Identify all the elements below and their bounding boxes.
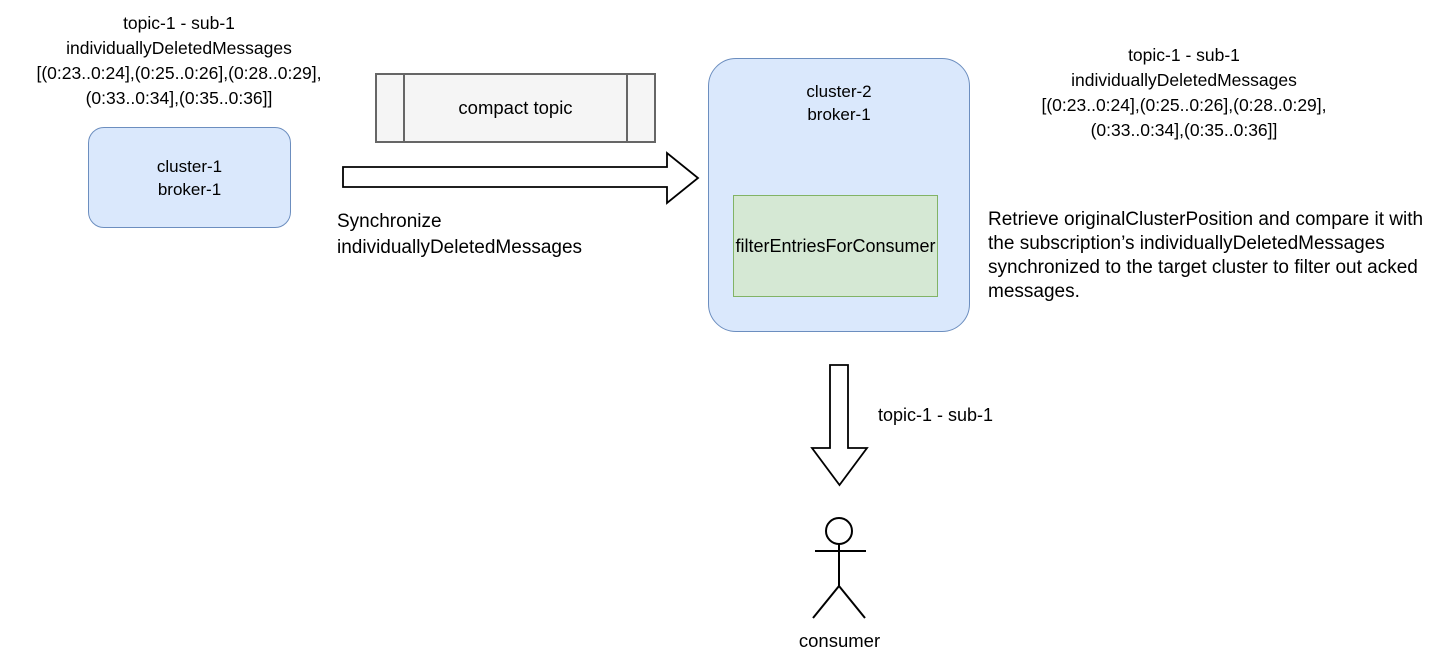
cluster-2-name: cluster-2 bbox=[806, 82, 872, 101]
sync-label-line: Synchronize bbox=[337, 211, 442, 232]
compact-topic-label: compact topic bbox=[458, 97, 573, 118]
cluster-1-label: cluster-1 broker-1 bbox=[89, 128, 290, 227]
sync-label-line: individuallyDeletedMessages bbox=[337, 237, 583, 258]
note-line: [(0:23..0:24],(0:25..0:26],(0:28..0:29], bbox=[36, 63, 322, 83]
note-line: topic-1 - sub-1 bbox=[123, 13, 235, 33]
note-line: individuallyDeletedMessages bbox=[66, 38, 292, 58]
cluster-1-broker: broker-1 bbox=[157, 179, 222, 199]
note-line: [(0:23..0:24],(0:25..0:26],(0:28..0:29], bbox=[1041, 95, 1327, 115]
consumer-actor-icon bbox=[812, 517, 866, 619]
filter-entries-label: filterEntriesForConsumer bbox=[735, 235, 936, 256]
note-line: (0:33..0:34],(0:35..0:36]] bbox=[1090, 120, 1278, 140]
note-line: individuallyDeletedMessages bbox=[1071, 70, 1297, 90]
cluster-2-broker: broker-1 bbox=[807, 105, 871, 124]
consumer-label: consumer bbox=[798, 630, 881, 651]
target-subscription-note: topic-1 - sub-1 individuallyDeletedMessa… bbox=[1000, 43, 1368, 143]
sync-arrow bbox=[342, 151, 700, 205]
description-text: Retrieve originalClusterPosition and com… bbox=[988, 209, 1424, 302]
consume-arrow bbox=[810, 364, 869, 487]
note-line: topic-1 - sub-1 bbox=[1128, 45, 1240, 65]
consume-arrow-label: topic-1 - sub-1 bbox=[878, 405, 994, 425]
process-bar-left bbox=[403, 75, 405, 141]
sync-arrow-label: Synchronize individuallyDeletedMessages bbox=[337, 209, 582, 261]
cluster-1-name: cluster-1 bbox=[156, 156, 223, 176]
source-subscription-note: topic-1 - sub-1 individuallyDeletedMessa… bbox=[8, 11, 350, 111]
compact-topic-shape: compact topic bbox=[375, 73, 656, 143]
cluster-2-label: cluster-2 broker-1 bbox=[709, 80, 969, 126]
cluster-1-box: cluster-1 broker-1 bbox=[88, 127, 291, 228]
note-line: (0:33..0:34],(0:35..0:36]] bbox=[85, 88, 273, 108]
process-bar-right bbox=[626, 75, 628, 141]
filter-entries-box: filterEntriesForConsumer bbox=[733, 195, 938, 297]
